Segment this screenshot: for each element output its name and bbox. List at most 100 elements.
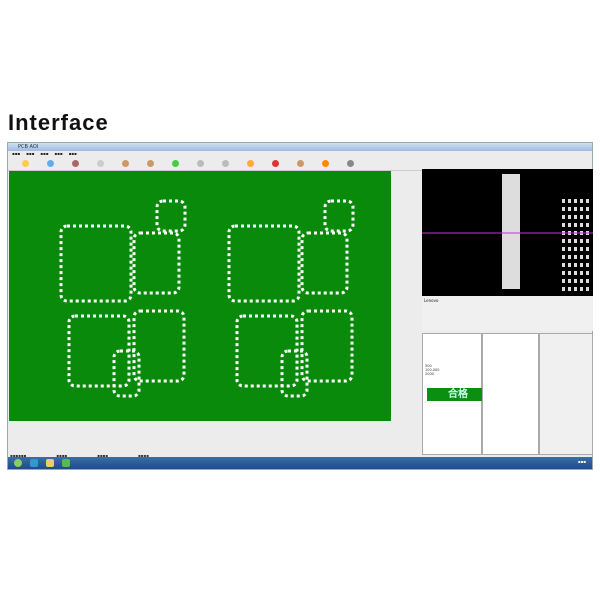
pad-image — [586, 271, 589, 275]
page-heading: Interface — [8, 110, 109, 135]
pad-image — [574, 207, 577, 211]
toolbar-button[interactable] — [14, 159, 36, 167]
pad-image — [580, 279, 583, 283]
pad-image — [574, 215, 577, 219]
pad-image — [574, 239, 577, 243]
pad-image — [568, 215, 571, 219]
toolbar-button[interactable] — [39, 159, 61, 167]
app-icon[interactable] — [30, 459, 38, 467]
pad-image — [562, 279, 565, 283]
pad-image — [562, 215, 565, 219]
pad-image — [580, 215, 583, 219]
taskbar: ▪▪▪ — [8, 457, 592, 469]
pad-image — [580, 255, 583, 259]
pad-image — [580, 207, 583, 211]
value-1: 500 — [425, 364, 432, 368]
toolbar-button[interactable] — [114, 159, 136, 167]
pass-status-badge: 合格 — [427, 388, 489, 401]
toolbar-button[interactable] — [239, 159, 261, 167]
camera-view — [422, 169, 593, 296]
pad-image — [568, 287, 571, 291]
menu-bar[interactable]: ▪▪▪▪▪▪▪▪▪▪▪▪▪▪▪ — [12, 151, 77, 156]
toolbar-button[interactable] — [314, 159, 336, 167]
pad-outline — [132, 309, 186, 383]
pad-image — [574, 263, 577, 267]
title-bar: PCB AOI — [8, 143, 592, 151]
measure-panel — [539, 333, 593, 455]
toolbar-button[interactable] — [89, 159, 111, 167]
toolbar-button[interactable] — [214, 159, 236, 167]
pad-image — [580, 271, 583, 275]
pad-image — [580, 199, 583, 203]
pad-image — [562, 239, 565, 243]
pad-image — [586, 207, 589, 211]
pad-outline — [59, 224, 133, 303]
pad-image — [580, 223, 583, 227]
pad-image — [586, 279, 589, 283]
status-bar: ▪▪▪▪▪▪▪▪▪▪▪▪▪▪▪▪▪▪ — [10, 453, 149, 458]
defect-list-panel[interactable] — [482, 333, 539, 455]
pad-image — [568, 207, 571, 211]
pad-image — [502, 174, 512, 289]
pad-image — [574, 279, 577, 283]
pad-image — [586, 263, 589, 267]
pad-image — [562, 255, 565, 259]
pad-image — [574, 271, 577, 275]
value-3: 2000 — [425, 372, 434, 376]
pad-outline — [280, 349, 309, 398]
pad-image — [574, 199, 577, 203]
pad-image — [568, 239, 571, 243]
pad-image — [562, 207, 565, 211]
toolbar-button[interactable] — [189, 159, 211, 167]
pad-outline — [300, 231, 349, 295]
toolbar-button[interactable] — [164, 159, 186, 167]
pad-outline — [155, 199, 187, 233]
pad-image — [568, 255, 571, 259]
pad-image — [562, 223, 565, 227]
toolbar-button[interactable] — [339, 159, 361, 167]
pad-image — [568, 271, 571, 275]
pad-image — [580, 263, 583, 267]
model-label: Lenovo — [424, 298, 439, 303]
pad-image — [580, 247, 583, 251]
pad-image — [586, 287, 589, 291]
pad-image — [562, 263, 565, 267]
toolbar-button[interactable] — [64, 159, 86, 167]
pad-image — [568, 223, 571, 227]
pad-image — [568, 263, 571, 267]
pad-image — [510, 174, 520, 289]
pad-image — [586, 239, 589, 243]
app-window: PCB AOI ▪▪▪▪▪▪▪▪▪▪▪▪▪▪▪ Lenovo 500 100.0… — [7, 142, 593, 470]
toolbar-button[interactable] — [139, 159, 161, 167]
pad-image — [586, 247, 589, 251]
pad-outline — [227, 224, 301, 303]
pad-image — [574, 287, 577, 291]
pad-image — [562, 247, 565, 251]
app-icon-2[interactable] — [62, 459, 70, 467]
folder-icon[interactable] — [46, 459, 54, 467]
pad-image — [568, 279, 571, 283]
pad-image — [586, 255, 589, 259]
pad-image — [580, 239, 583, 243]
pad-image — [562, 199, 565, 203]
start-icon[interactable] — [14, 459, 22, 467]
pcb-board-view[interactable] — [9, 171, 391, 421]
value-2: 100.000 — [425, 368, 440, 372]
pad-image — [574, 255, 577, 259]
pad-outline — [132, 231, 181, 295]
clock: ▪▪▪ — [577, 459, 586, 464]
pad-image — [574, 247, 577, 251]
pad-outline — [300, 309, 354, 383]
pad-image — [568, 247, 571, 251]
toolbar-button[interactable] — [264, 159, 286, 167]
pad-outline — [112, 349, 141, 398]
info-panel: Lenovo — [422, 296, 593, 331]
pad-image — [568, 199, 571, 203]
toolbar — [8, 156, 592, 171]
result-panel: 500 100.000 2000 合格 — [422, 333, 489, 455]
pad-image — [574, 223, 577, 227]
pad-image — [580, 287, 583, 291]
pad-image — [562, 287, 565, 291]
pad-image — [586, 223, 589, 227]
toolbar-button[interactable] — [289, 159, 311, 167]
